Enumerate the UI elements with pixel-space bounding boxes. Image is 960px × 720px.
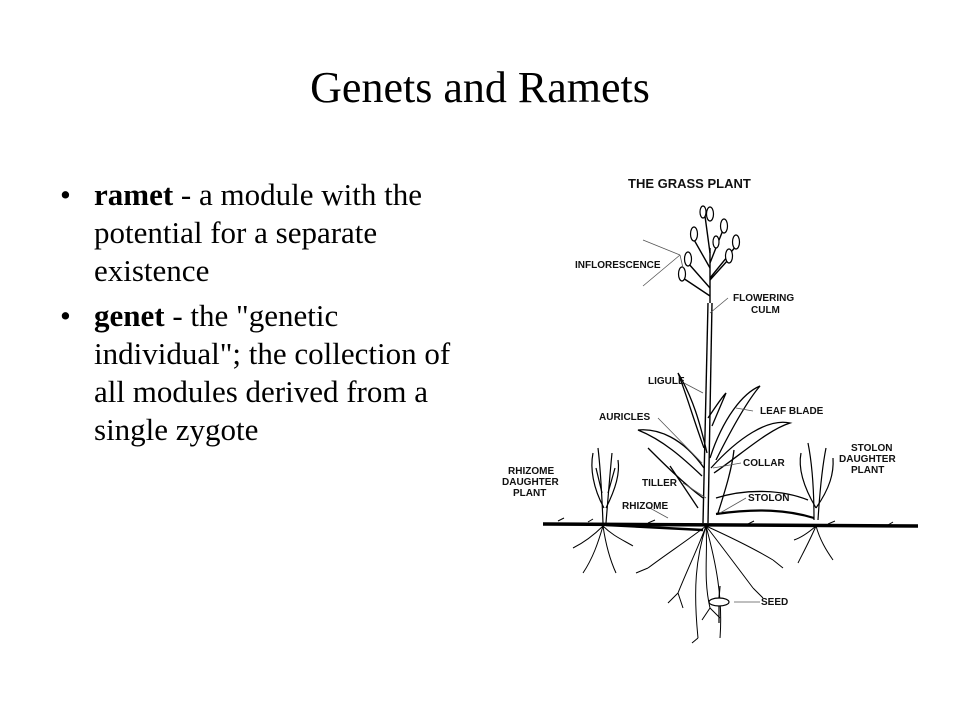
seed bbox=[708, 585, 730, 623]
bullet-marker: • bbox=[60, 298, 71, 333]
bullet-item-genet: • genet - the "genetic individual"; the … bbox=[60, 297, 455, 449]
diagram-labels: INFLORESCENCE FLOWERING CULM LIGULE AURI… bbox=[502, 260, 896, 608]
label-inflorescence: INFLORESCENCE bbox=[575, 260, 661, 271]
label-rhizome-daughter-line3: PLANT bbox=[513, 488, 546, 499]
label-stolon: STOLON bbox=[748, 493, 789, 504]
label-auricles: AURICLES bbox=[599, 412, 650, 423]
figure-title: THE GRASS PLANT bbox=[628, 176, 751, 191]
label-ligule: LIGULE bbox=[648, 376, 685, 387]
bullet-definition: - the "genetic individual"; the collecti… bbox=[94, 298, 451, 447]
label-leaf-blade: LEAF BLADE bbox=[760, 406, 824, 417]
bullet-term: ramet bbox=[94, 177, 174, 212]
label-culm: CULM bbox=[751, 305, 780, 316]
bullet-item-ramet: • ramet - a module with the potential fo… bbox=[60, 176, 455, 290]
leaf-blades bbox=[637, 372, 809, 514]
rhizome-daughter-plant bbox=[591, 447, 704, 532]
bullet-definition: - a module with the potential for a sepa… bbox=[94, 177, 422, 288]
label-rhizome-daughter-line1: RHIZOME bbox=[508, 466, 554, 477]
label-stolon-daughter-line3: PLANT bbox=[851, 465, 884, 476]
label-flowering: FLOWERING bbox=[733, 293, 794, 304]
bullet-marker: • bbox=[60, 177, 71, 212]
grass-plant-figure: THE GRASS PLANT bbox=[498, 168, 928, 648]
stolon-daughter-plant bbox=[715, 442, 834, 521]
label-rhizome-daughter-line2: DAUGHTER bbox=[502, 477, 559, 488]
label-collar: COLLAR bbox=[743, 458, 785, 469]
main-culm bbox=[682, 215, 737, 524]
label-stolon-daughter-line1: STOLON bbox=[851, 443, 892, 454]
ground-line bbox=[542, 517, 919, 528]
inflorescence-spikelets bbox=[677, 205, 741, 282]
bullet-term: genet bbox=[94, 298, 165, 333]
grass-plant-diagram: THE GRASS PLANT bbox=[502, 176, 919, 644]
label-tiller: TILLER bbox=[642, 478, 678, 489]
root-system bbox=[572, 525, 834, 644]
label-rhizome: RHIZOME bbox=[622, 501, 668, 512]
label-stolon-daughter-line2: DAUGHTER bbox=[839, 454, 896, 465]
bullet-list: • ramet - a module with the potential fo… bbox=[60, 176, 455, 456]
label-leader-lines bbox=[642, 239, 760, 603]
slide-title: Genets and Ramets bbox=[310, 63, 650, 112]
label-seed: SEED bbox=[761, 597, 788, 608]
